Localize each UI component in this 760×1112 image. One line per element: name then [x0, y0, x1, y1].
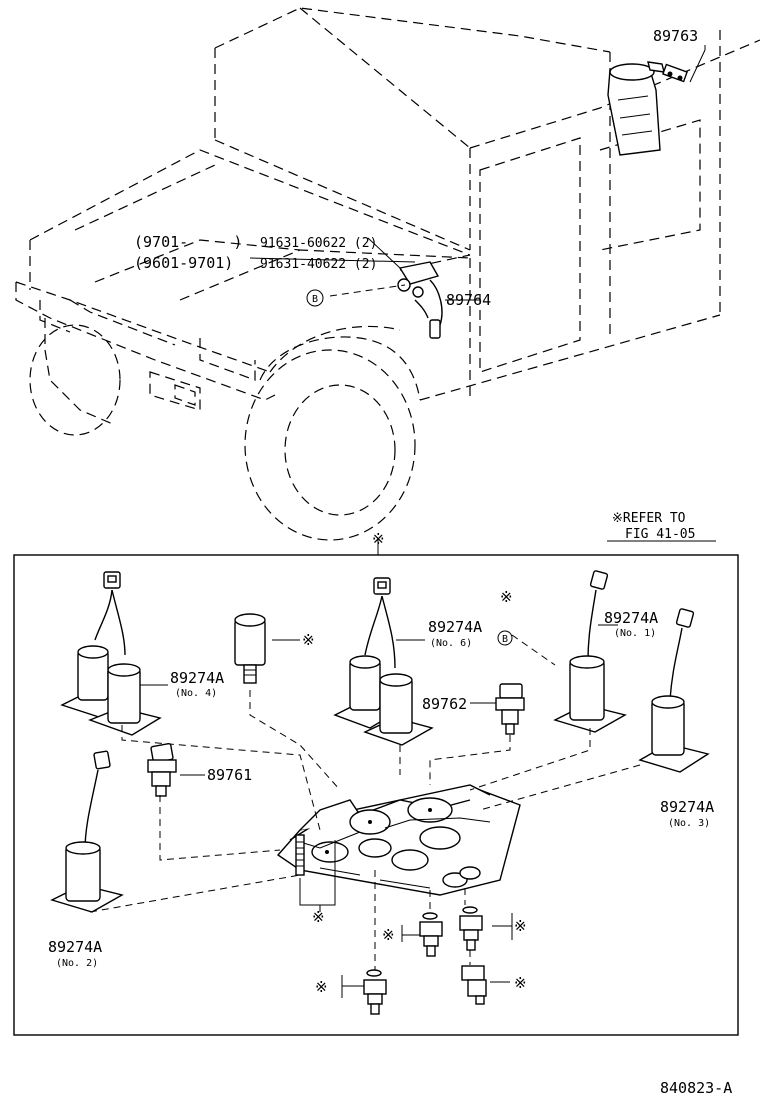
- sensor-bottom-1: [401, 912, 443, 957]
- ref-mark-bolt: ※: [312, 908, 325, 926]
- label-89274a-no2: 89274A: [48, 938, 102, 956]
- ref-mark-b: ※: [500, 588, 513, 606]
- circle-marker-b-top: [306, 289, 324, 307]
- label-no3: (No. 3): [668, 818, 710, 829]
- label-no6: (No. 6): [430, 638, 472, 649]
- label-89762: 89762: [422, 695, 467, 713]
- solenoid-no4: [60, 571, 168, 736]
- stud-bolt: [295, 834, 336, 912]
- label-no2: (No. 2): [56, 958, 98, 969]
- label-date-1: (9701- ): [134, 233, 242, 251]
- sensor-bottom-4: [341, 969, 387, 1015]
- label-89761: 89761: [207, 766, 252, 784]
- sensor-bottom-2: [459, 906, 513, 951]
- ref-mark-sensor3: ※: [514, 974, 527, 992]
- ref-mark-sensor2: ※: [514, 917, 527, 935]
- ref-mark-sensor1: ※: [382, 926, 395, 944]
- circle-marker-b-top-label: B: [312, 294, 318, 305]
- solenoid-no2: [50, 750, 124, 913]
- solenoid-no3: [638, 608, 710, 773]
- label-89763: 89763: [653, 27, 698, 45]
- fuel-sensor-89763: [607, 45, 706, 156]
- ref-mark-sensor4: ※: [315, 978, 328, 996]
- detail-box: [13, 554, 739, 1036]
- sensor-89761: [147, 743, 205, 797]
- ref-mark-top: ※: [372, 530, 385, 548]
- label-89274a-no6: 89274A: [428, 618, 482, 636]
- label-bolt-1: 91631-60622 (2): [260, 236, 377, 251]
- sensor-bottom-3: [461, 965, 510, 1005]
- label-89274a-no3: 89274A: [660, 798, 714, 816]
- label-bolt-2: 91631-40622 (2): [260, 257, 377, 272]
- label-89274a-no4: 89274A: [170, 669, 224, 687]
- solenoid-no1: [553, 570, 627, 733]
- label-no4: (No. 4): [175, 688, 217, 699]
- circle-marker-b-bottom-label: B: [502, 634, 508, 645]
- ref-mark-sensor: ※: [302, 631, 315, 649]
- label-89274a-no1: 89274A: [604, 609, 658, 627]
- refer-line-1: ※REFER TO: [612, 511, 686, 526]
- valve-body: [276, 784, 521, 896]
- sensor-89762: [470, 683, 525, 735]
- vehicle-outline: [15, 7, 760, 541]
- pressure-sensor-top: [234, 613, 300, 684]
- refer-line-2: FIG 41-05: [625, 527, 695, 542]
- label-date-2: (9601-9701): [134, 254, 233, 272]
- figure-code: 840823-A: [660, 1079, 732, 1097]
- label-no1: (No. 1): [614, 628, 656, 639]
- connection-lines: [89, 284, 641, 970]
- solenoid-no6: [333, 577, 434, 746]
- circle-marker-b-bottom: [497, 630, 513, 646]
- label-89764: 89764: [446, 291, 491, 309]
